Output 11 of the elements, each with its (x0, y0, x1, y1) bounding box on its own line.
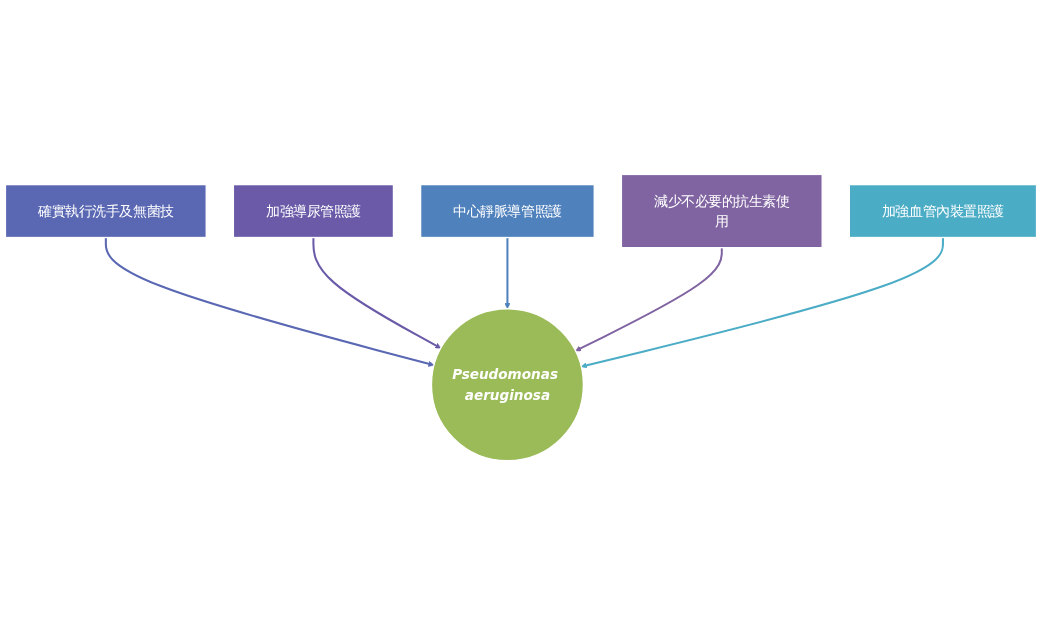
node-box: 減少不必要的抗生素使用 (620, 173, 823, 249)
node-circle: Pseudomonas aeruginosa (430, 308, 585, 462)
node-box: 中心靜脈導管照護 (419, 183, 595, 239)
arrow (104, 237, 435, 367)
arrow (504, 237, 511, 309)
arrow (575, 247, 723, 352)
node-box: 加強血管內裝置照護 (848, 183, 1038, 239)
arrow (312, 237, 442, 349)
node-box: 確實執行洗手及無菌技 (4, 183, 207, 239)
arrow (580, 237, 944, 369)
node-box: 加強導尿管照護 (232, 183, 395, 239)
